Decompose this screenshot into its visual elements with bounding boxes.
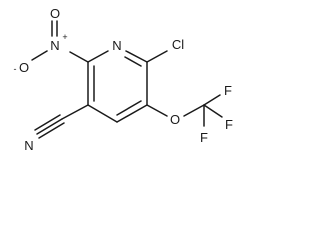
fluorine-right-label: F [225,117,233,132]
bond-c2-n1 [87,50,109,63]
bond-c5-c4 [116,104,148,123]
nitro-group [31,20,89,63]
bond-n1-c6-inner [124,56,142,67]
cyano-group [34,104,89,139]
nitro-oxygen-single-label: O [19,60,29,75]
bond-ether-o-cf3 [183,104,205,117]
bond-cf3-f-top [203,94,221,106]
nitro-negative-charge: - [14,64,17,74]
molecule-drawing: N Cl N + O O - N O F F F [14,6,234,153]
bond-c2-nitro-n [69,51,89,63]
bond-c5-ether-o [146,104,168,117]
cyano-nitrogen-label: N [24,138,33,153]
nitro-positive-charge: + [62,32,67,42]
trifluoromethoxy-group [146,94,223,127]
chlorine-label: Cl [172,37,184,52]
bond-c6-cl [146,50,168,63]
fluorine-bottom-label: F [200,130,208,145]
pyridine-ring [87,50,148,123]
bond-nitro-n-o-single [31,50,48,61]
nitro-nitrogen-label: N [50,38,59,53]
bond-cyano-triple-2 [34,114,61,131]
ring-nitrogen-label: N [112,38,121,53]
bond-cyano-triple-3 [38,122,65,139]
structure-diagram: N Cl N + O O - N O F F F [13,6,234,153]
fluorine-top-label: F [224,83,232,98]
bond-c4-c3 [87,104,118,123]
ether-oxygen-label: O [170,112,180,127]
bond-c5-c4-inner [116,100,142,116]
bond-c3-cyano-c [61,104,89,120]
bond-cf3-f-right [203,104,223,118]
nitro-oxygen-double-label: O [50,6,60,21]
bond-n1-c6 [125,50,148,63]
bond-cyano-triple-1 [36,118,63,135]
